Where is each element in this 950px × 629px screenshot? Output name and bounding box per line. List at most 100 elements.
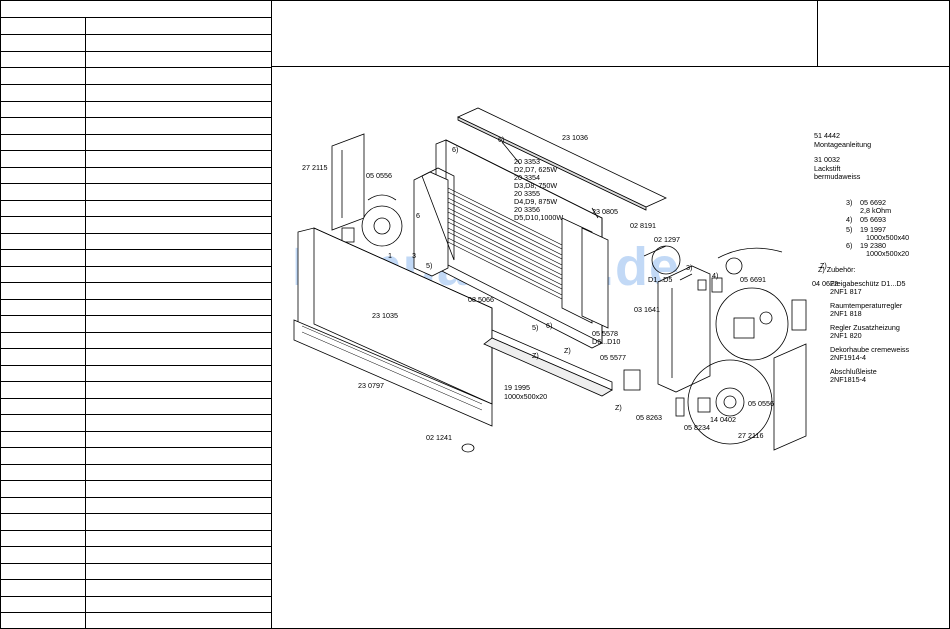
table-row-line (0, 447, 271, 448)
part-label: 23 1036 (562, 133, 588, 142)
note-n4: 4) (846, 215, 852, 224)
table-row-line (0, 17, 271, 18)
part-label: 6) (498, 135, 504, 144)
part-label: 05 0556 (748, 399, 774, 408)
note-n5-val: 1000x500x40 (866, 233, 909, 242)
part-label: 20 3356 (514, 205, 540, 214)
table-row-line (0, 167, 271, 168)
table-row-line (0, 480, 271, 481)
note-a3c: 2NF1 820 (830, 331, 862, 340)
part-label: Z) (532, 351, 539, 360)
note-a4c: 2NF1914-4 (830, 353, 866, 362)
table-row-line (0, 348, 271, 349)
part-label: 5) (532, 323, 538, 332)
part-label: D5,D10,1000W (514, 213, 563, 222)
part-label: 20 3353 (514, 157, 540, 166)
table-row-line (0, 612, 271, 613)
table-row-line (0, 365, 271, 366)
part-label: 20 3355 (514, 189, 540, 198)
grille (293, 319, 493, 427)
table-row-line (0, 67, 271, 68)
part-label: 05 8234 (684, 423, 710, 432)
note-n5-code: 19 1997 (860, 225, 886, 234)
right-side-panel (773, 343, 807, 451)
table-row-line (0, 596, 271, 597)
table-row-line (0, 84, 271, 85)
note-a1: Freigabeschütz D1...D5 (830, 279, 906, 288)
table-row-line (0, 464, 271, 465)
table-row-line (0, 249, 271, 250)
table-row-line (0, 34, 271, 35)
note-n5: 5) (846, 225, 852, 234)
part-label: 05 5577 (600, 353, 626, 362)
note-a5: Abschlußleiste (830, 367, 877, 376)
part-label: 19 1995 (504, 383, 530, 392)
note-n3: 3) (846, 198, 852, 207)
part-label: 05 5578 (592, 329, 618, 338)
table-row-line (0, 315, 271, 316)
note-a5c: 2NF1815-4 (830, 375, 866, 384)
part-label: Z) (564, 346, 571, 355)
note-n6-code: 19 2380 (860, 241, 886, 250)
part-label: D1...D5 (648, 275, 672, 284)
part-label: 05 0556 (366, 171, 392, 180)
part-label: 6) (452, 145, 458, 154)
part-label: 27 2115 (302, 163, 327, 172)
table-row-line (0, 233, 271, 234)
note-a2c: 2NF1 818 (830, 309, 862, 318)
table-right-border (271, 0, 272, 629)
part-label: 02 1241 (426, 433, 452, 442)
table-row-line (0, 579, 271, 580)
note-manual: Montageanleitung (814, 140, 871, 149)
note-acc: Z) Zubehör: (818, 265, 856, 274)
part-label: 23 0797 (358, 381, 384, 390)
part-label: 08 5066 (468, 295, 494, 304)
part-label: 3) (686, 263, 692, 272)
note-a3: Regler Zusatzheizung (830, 323, 900, 332)
part-label: 14 0402 (710, 415, 736, 424)
part-label: D2,D7, 625W (514, 165, 557, 174)
table-row-line (0, 546, 271, 547)
table-row-line (0, 332, 271, 333)
note-paint: Lackstift (814, 164, 840, 173)
part-label: D3,D8, 750W (514, 181, 557, 190)
part-label: Z) (820, 261, 827, 270)
table-row-line (0, 150, 271, 151)
note-manual-code: 51 4442 (814, 131, 840, 140)
note-n3-code: 05 6692 (860, 198, 886, 207)
table-row-line (0, 431, 271, 432)
part-label: 04 0622 (812, 279, 838, 288)
table-row-line (0, 51, 271, 52)
note-n4-code: 05 6693 (860, 215, 886, 224)
table-row-line (0, 299, 271, 300)
table-row-line (0, 117, 271, 118)
part-label: 23 1035 (372, 311, 398, 320)
note-n6: 6) (846, 241, 852, 250)
part-label: 1 (388, 251, 392, 260)
header-divider (817, 0, 818, 67)
table-row-line (0, 134, 271, 135)
part-label: Z) (615, 403, 622, 412)
note-a4: Dekorhaube cremeweiss (830, 345, 910, 354)
table-row-line (0, 200, 271, 201)
part-label: 05 6691 (740, 275, 766, 284)
table-row-line (0, 282, 271, 283)
part-label: 27 2116 (738, 431, 763, 440)
part-label: 6 (416, 211, 420, 220)
table-row-line (0, 530, 271, 531)
table-row-line (0, 183, 271, 184)
note-paint-code: 31 0032 (814, 155, 840, 164)
part-label: 02 1297 (654, 235, 680, 244)
part-label: 6) (546, 321, 552, 330)
note-a2: Raumtemperaturregler (830, 301, 903, 310)
left-side-panel (331, 133, 365, 231)
back-panel (657, 265, 711, 393)
table-row-line (0, 563, 271, 564)
part-label: 5) (426, 261, 432, 270)
part-label: 03 1641 (634, 305, 660, 314)
table-row-line (0, 513, 271, 514)
header-bottom-border (271, 66, 949, 67)
part-label: 1000x500x20 (504, 392, 547, 401)
table-row-line (0, 497, 271, 498)
part-label: 3 (412, 251, 416, 260)
